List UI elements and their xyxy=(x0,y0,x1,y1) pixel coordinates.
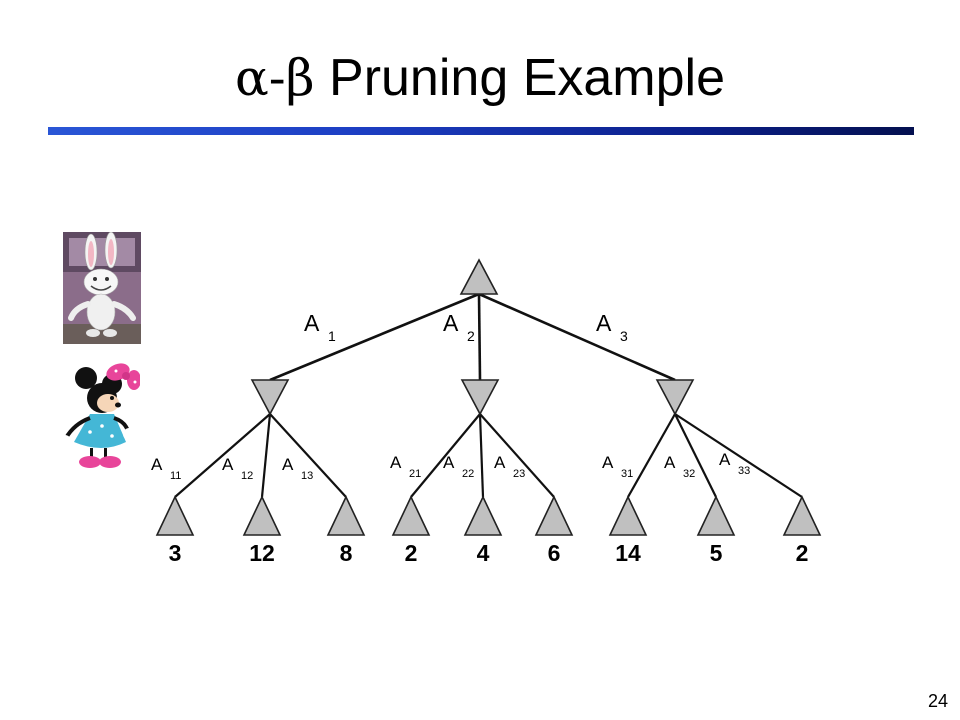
min-node-2 xyxy=(460,379,500,416)
edge-level2 xyxy=(478,413,485,498)
edge-label-sub: 22 xyxy=(462,468,474,480)
edge-level2 xyxy=(260,413,272,498)
edge-label-sub: 32 xyxy=(683,468,695,480)
leaf-value-9: 2 xyxy=(796,540,809,566)
edge-label-a23: A xyxy=(494,453,506,472)
edge-label-a11: A xyxy=(151,455,163,474)
edge-label-sub: 2 xyxy=(467,328,475,344)
min-node-1 xyxy=(250,379,290,416)
leaf-node-4 xyxy=(391,495,431,536)
edge-label-sub: 11 xyxy=(170,470,181,482)
edge-label-a21: A xyxy=(390,453,402,472)
edge-label-a32: A xyxy=(664,453,676,472)
minnie-mouse-icon xyxy=(59,363,140,468)
leaf-value-2: 12 xyxy=(249,540,275,566)
edge-label-sub: 12 xyxy=(241,470,253,482)
leaf-node-7 xyxy=(608,495,648,536)
slide-title: α-β Pruning Example xyxy=(0,52,960,104)
edge-label-a31: A xyxy=(602,453,614,472)
max-bunny-icon xyxy=(63,232,141,344)
edge-label-sub: 31 xyxy=(621,468,633,480)
edge-label-a33: A xyxy=(719,450,731,469)
tree-edges xyxy=(174,292,803,498)
leaf-node-3 xyxy=(326,495,366,536)
tree-nodes xyxy=(155,258,822,536)
edge-label-sub: 13 xyxy=(301,470,313,482)
edge-level2 xyxy=(174,413,271,498)
leaf-value-1: 3 xyxy=(169,540,182,566)
leaf-value-5: 4 xyxy=(477,540,490,566)
edge-level1 xyxy=(477,293,482,381)
edge-level2 xyxy=(479,413,555,498)
edge-label-a13: A xyxy=(282,455,294,474)
leaf-node-6 xyxy=(534,495,574,536)
max-node-root xyxy=(459,258,499,295)
page-number: 24 xyxy=(927,691,948,711)
edge-label-sub: 21 xyxy=(409,468,421,480)
edge-level2 xyxy=(410,413,481,498)
edge-label-sub: 1 xyxy=(328,328,336,344)
title-text: Pruning Example xyxy=(329,49,726,107)
leaf-node-1 xyxy=(155,495,195,536)
edge-label-a1: A xyxy=(304,310,320,336)
edge-label-sub: 3 xyxy=(620,328,628,344)
leaf-node-9 xyxy=(782,495,822,536)
edge-level1 xyxy=(478,292,676,382)
leaf-value-8: 5 xyxy=(710,540,723,566)
leaf-node-8 xyxy=(696,495,736,536)
edge-level2 xyxy=(269,413,347,498)
leaf-value-3: 8 xyxy=(340,540,353,566)
edge-label-a12: A xyxy=(222,455,234,474)
min-node-3 xyxy=(655,379,695,416)
title-alpha-beta: α-β xyxy=(234,49,315,107)
edge-level1 xyxy=(269,292,480,382)
edge-level2 xyxy=(627,413,676,498)
leaf-value-6: 6 xyxy=(548,540,561,566)
edge-label-sub: 23 xyxy=(513,468,525,480)
edge-label-a22: A xyxy=(443,453,455,472)
leaf-value-7: 14 xyxy=(615,540,641,566)
title-underline xyxy=(48,127,914,135)
leaf-value-4: 2 xyxy=(405,540,418,566)
leaf-node-5 xyxy=(463,495,503,536)
edge-level2 xyxy=(674,413,717,498)
edge-label-a2: A xyxy=(443,310,459,336)
edge-level2 xyxy=(674,413,803,498)
edge-label-sub: 33 xyxy=(738,465,750,477)
leaf-node-2 xyxy=(242,495,282,536)
edge-label-a3: A xyxy=(596,310,612,336)
